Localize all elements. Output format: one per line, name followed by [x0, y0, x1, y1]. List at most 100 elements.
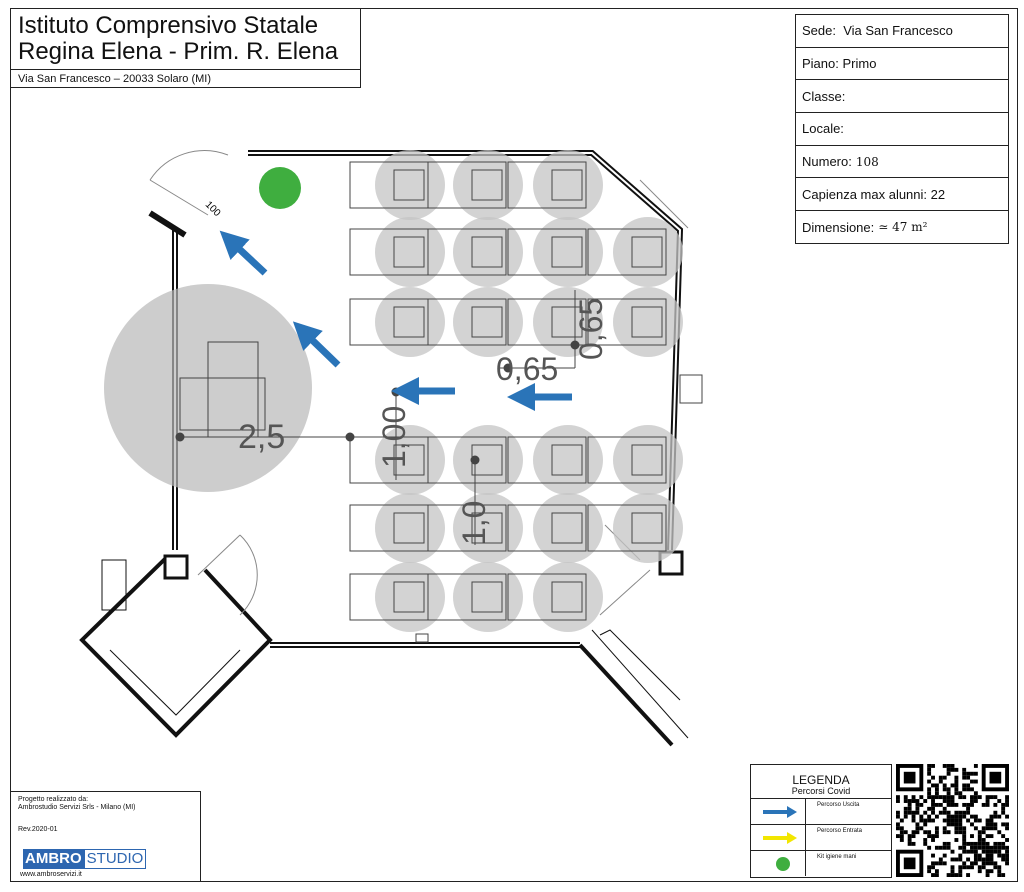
exit-arrow-2	[292, 321, 341, 368]
info-row-capienza: Capienza max alunni: 22	[796, 178, 1008, 212]
student-chair	[471, 512, 503, 544]
student-distance-zone	[453, 425, 523, 495]
student-chair	[393, 444, 425, 476]
door-width-label: 100	[203, 199, 223, 219]
socket-bottom	[415, 633, 429, 643]
student-desk	[587, 504, 667, 552]
logo-text-a: AMBRO	[23, 849, 84, 869]
numero-label: Numero:	[802, 154, 852, 170]
window-right-top	[639, 179, 689, 229]
legend-entry-label: Percorso Entrata	[817, 828, 863, 834]
student-distance-zone	[453, 287, 523, 357]
student-distance-zone	[375, 493, 445, 563]
ambrostudio-logo: AMBRO STUDIO	[21, 849, 147, 869]
legend-row-exit: Percorso Uscita	[751, 798, 891, 824]
student-chair	[631, 444, 663, 476]
blue-arrow-icon	[763, 806, 797, 818]
title-divider	[10, 69, 360, 70]
student-chair	[471, 581, 503, 613]
student-distance-zone	[453, 150, 523, 220]
annex-right	[578, 629, 689, 747]
legend-entry-symbol	[751, 825, 806, 850]
school-address: Via San Francesco – 20033 Solaro (MI)	[18, 73, 212, 85]
student-distance-zone	[375, 562, 445, 632]
student-distance-zone	[613, 217, 683, 287]
student-chair	[631, 512, 663, 544]
student-chair	[393, 512, 425, 544]
student-desk	[507, 228, 587, 276]
student-distance-zone	[533, 562, 603, 632]
student-chair	[631, 306, 663, 338]
dim-aisle-vertical: 1,00	[376, 406, 412, 468]
locale-text: Locale:	[802, 121, 844, 137]
student-chair	[393, 581, 425, 613]
legend-kit-symbol	[751, 851, 806, 876]
legend-exit-symbol	[751, 799, 806, 824]
student-desk	[507, 436, 587, 484]
student-chair	[393, 306, 425, 338]
student-chair	[631, 236, 663, 268]
legend-subtitle: Percorsi Covid	[791, 786, 851, 796]
student-distance-zone	[453, 562, 523, 632]
numero-value: 108	[855, 154, 879, 169]
capienza-text: Capienza max alunni: 22	[802, 186, 946, 202]
dim-desk-horizontal: 0,65	[496, 351, 558, 387]
legend-box: LEGENDA Percorsi Covid Percorso Uscita P…	[750, 764, 892, 878]
student-desk	[507, 573, 587, 621]
revision: Rev.2020-01	[18, 826, 58, 833]
teacher-desk	[179, 377, 266, 431]
student-distance-zone	[533, 217, 603, 287]
dim-aisle-vertical-2: 1,0	[456, 501, 492, 545]
legend-title: LEGENDA	[792, 773, 850, 787]
credit-line1: Progetto realizzato da:	[18, 796, 89, 803]
student-chair	[551, 236, 583, 268]
legend-row-kit: Kit igiene mani	[751, 850, 891, 876]
credit-line2: Ambrostudio Servizi Srls - Milano (MI)	[18, 804, 136, 811]
student-distance-zone	[375, 287, 445, 357]
legend-row-entry: Percorso Entrata	[751, 824, 891, 850]
legend-kit-label: Kit igiene mani	[817, 854, 857, 860]
student-desk	[507, 504, 587, 552]
student-chair	[551, 444, 583, 476]
info-row-classe: Classe:	[796, 80, 1008, 114]
student-chair	[551, 169, 583, 201]
website-link[interactable]: www.ambroservizi.it	[20, 871, 82, 878]
credits-block: Progetto realizzato da: Ambrostudio Serv…	[10, 791, 201, 882]
student-desk	[587, 298, 667, 346]
logo-text-b: STUDIO	[83, 849, 147, 869]
annex-left	[79, 554, 273, 738]
qr-code-icon[interactable]	[896, 764, 1009, 877]
student-distance-zone	[375, 150, 445, 220]
student-chair	[393, 236, 425, 268]
dimensione-label: Dimensione:	[802, 219, 875, 235]
column-left	[163, 554, 189, 580]
school-title-line1: Istituto Comprensivo Statale	[18, 12, 319, 39]
student-desk	[587, 436, 667, 484]
student-chair	[551, 306, 583, 338]
student-desk	[507, 298, 587, 346]
drawing-sheet	[10, 8, 1018, 882]
student-distance-zone	[533, 493, 603, 563]
dim-desk-vertical: 0,65	[573, 298, 609, 360]
hand-hygiene-kit-marker	[259, 167, 301, 209]
room-info-table: Sede: Via San Francesco Piano: Primo Cla…	[795, 14, 1009, 244]
piano-text: Piano: Primo	[802, 56, 877, 72]
student-chair	[471, 306, 503, 338]
student-distance-zone	[613, 493, 683, 563]
student-desks	[349, 150, 683, 632]
student-desk	[507, 161, 587, 209]
door-bottom-left	[197, 534, 258, 616]
info-row-locale: Locale:	[796, 113, 1008, 146]
student-distance-zone	[613, 425, 683, 495]
student-chair	[551, 581, 583, 613]
school-title-line2: Regina Elena - Prim. R. Elena	[18, 38, 339, 65]
student-chair	[551, 512, 583, 544]
wall-corner-nw	[148, 210, 187, 238]
student-distance-zone	[613, 287, 683, 357]
legend-exit-label: Percorso Uscita	[817, 802, 860, 808]
dimensione-value: ≃ 47 m²	[878, 220, 928, 235]
student-chair	[393, 169, 425, 201]
student-distance-zone	[375, 217, 445, 287]
student-desk	[427, 298, 507, 346]
